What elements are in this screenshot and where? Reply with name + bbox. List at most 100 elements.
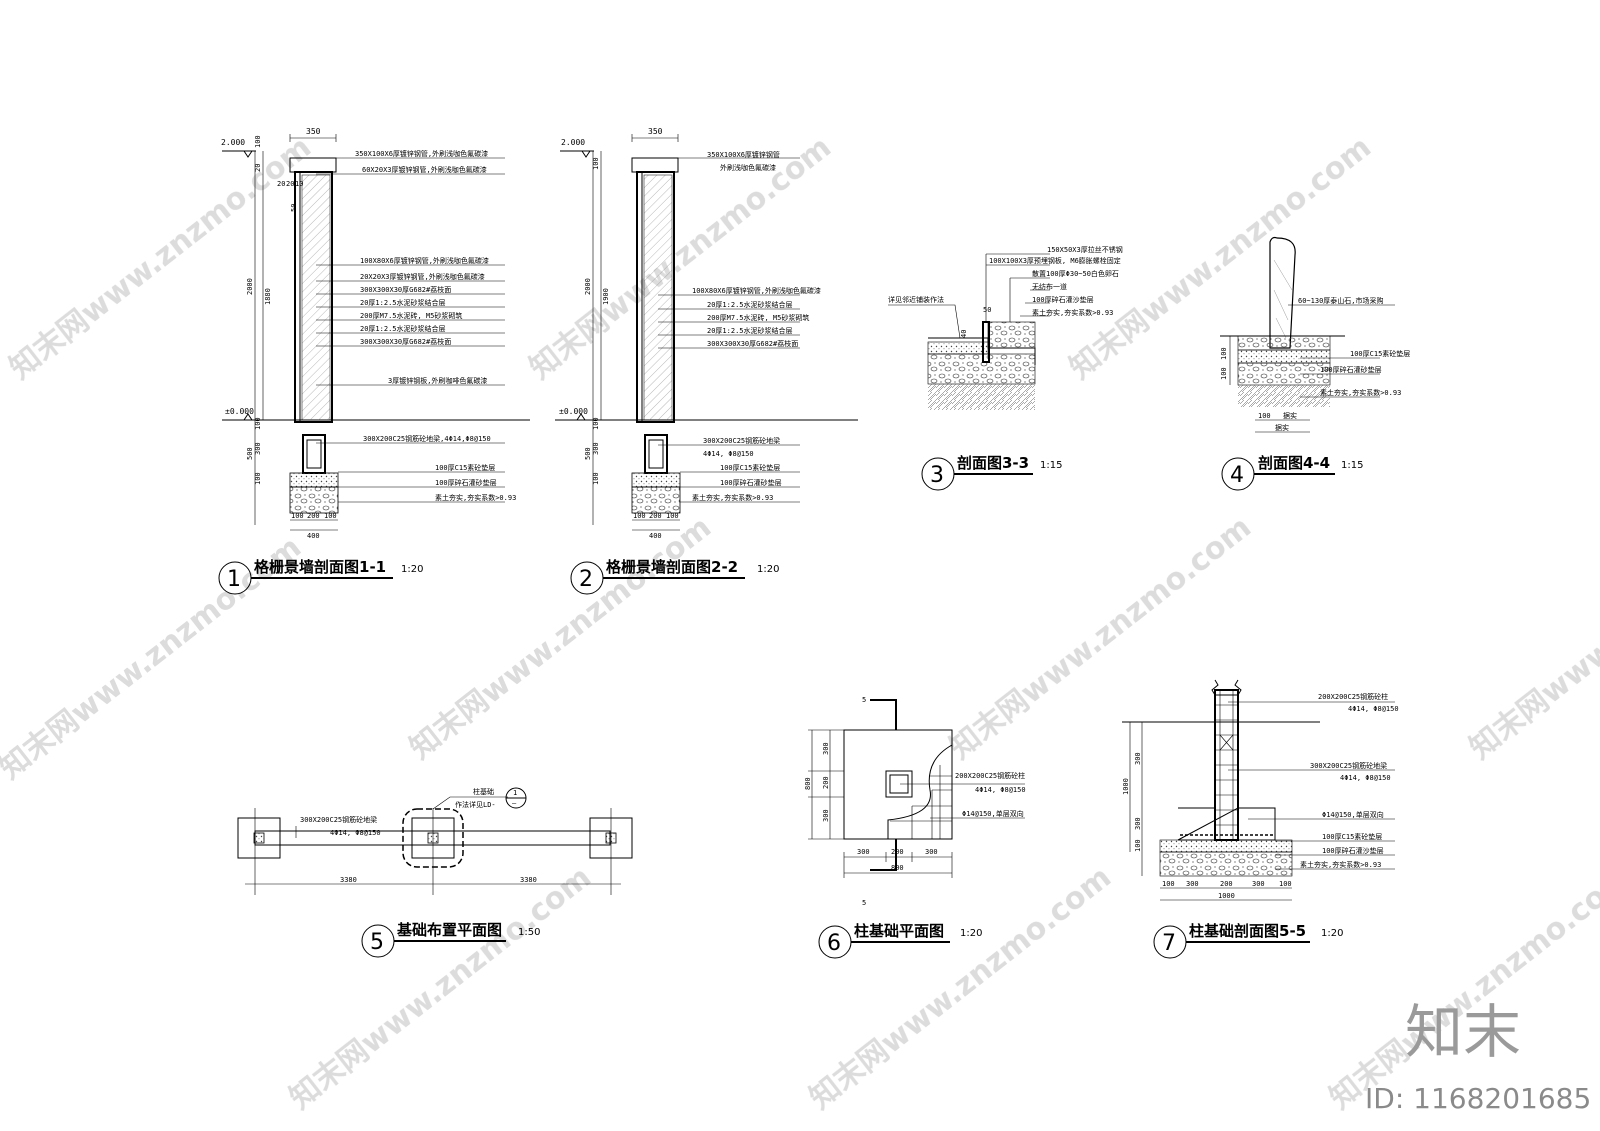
label: 350X100X6厚镀锌钢管 [707,150,780,159]
dim: 1000 [1218,892,1235,900]
drawing-3: 详见邻近铺装作法 50 40 150X50X3厚拉丝不锈钢 100X100X3厚… [888,245,1123,491]
drawing-1: 2.000 ±0.000 350 100 20 2000 1880 100 50… [218,127,530,595]
dim: 800 [804,777,812,790]
label: 60~130厚泰山石,市场采购 [1298,296,1384,305]
dim: 300 [1252,880,1265,888]
dim: 300 [592,442,600,455]
dim: 300 [1134,817,1142,830]
label: 200厚M7.5水泥砖, M5砂浆砌筑 [360,311,462,320]
label: 4Φ14, Φ8@150 [975,786,1026,794]
dim: 50 [290,204,298,212]
callout: 柱基础 [473,787,494,796]
label: 100X100X3厚预埋钢板, M6膨胀螺栓固定 [989,256,1121,265]
dim: 据实 [1283,411,1297,420]
watermark-text: 知末网www.znzmo.com [403,510,718,767]
dim: 100 [1162,880,1175,888]
label: 100厚碎石灌砂垫层 [435,478,497,487]
dim: 据实 [1275,423,1289,432]
dim: 300 [925,848,938,856]
label: 60X20X3厚镀锌钢管,外刷浅咖色氟碳漆 [362,165,487,174]
watermark-text: 知末网www.znzmo.com [943,510,1258,767]
label: 100X80X6厚镀锌钢管,外刷浅咖色氟碳漆 [692,286,821,295]
logo-text: 知末 [1405,998,1521,1066]
dim: 800 [891,864,904,872]
dim: 350 [648,127,663,136]
drawing-scale: 1:20 [401,564,423,575]
d7-labels: 200X200C25钢筋砼柱 4Φ14, Φ8@150 300X200C25钢筋… [1300,692,1399,869]
elevation-ground: ±0.000 [225,407,254,416]
dim: 100 [1279,880,1292,888]
dim: 40 [960,330,968,338]
label: 100厚碎石灌砂垫层 [720,478,782,487]
label: 素土夯实,夯实系数>0.93 [692,493,773,502]
dim: 100 [1258,412,1271,420]
watermark-text: 知末网www.znzmo.com [1323,860,1600,1117]
dim: 100 [592,472,600,485]
dim: 100 [1220,367,1228,380]
label: 无纺布一道 [1032,282,1067,291]
watermark-text: 知末网www.znzmo.com [803,860,1118,1117]
dim: 100 [666,512,679,520]
label: 200X200C25钢筋砼柱 [955,771,1025,780]
drawing-6: 5 5 300 200 300 800 300 200 300 800 200X… [804,696,1026,959]
dim: 400 [307,532,320,540]
drawing-scale: 1:20 [1321,928,1343,939]
id-text: ID: 1168201685 [1365,1082,1591,1115]
drawing-title: 柱基础平面图 [854,922,944,940]
label: 100厚碎石灌砂垫层 [1320,365,1382,374]
elevation-top: 2.000 [561,138,585,147]
label: 100厚碎石灌沙垫层 [1322,846,1384,855]
dim: 200 [891,848,904,856]
watermark-layer: 知末网www.znzmo.com 知末网www.znzmo.com 知末网www… [0,130,1600,1117]
label: Φ14@150,单层双向 [1322,810,1384,819]
label: 100厚C15素砼垫层 [435,463,495,472]
dim: 300 [857,848,870,856]
section-mark: 5 [862,696,866,704]
callout-ref: 1 [513,789,517,797]
drawing-scale: 1:15 [1040,460,1062,471]
dim: 300 [1186,880,1199,888]
drawing-title: 格栅景墙剖面图2-2 [606,558,738,576]
drawing-title: 剖面图4-4 [1258,454,1330,472]
dim: 20 [286,180,294,188]
callout-note: 作法详见LD- [455,800,496,809]
drawing-scale: 1:50 [518,927,540,938]
label: 4Φ14, Φ8@150 [1340,774,1391,782]
label: Φ14@150,单层双向 [962,809,1024,818]
elevation-ground: ±0.000 [559,407,588,416]
dim: 50 [983,306,991,314]
drawing-number: 4 [1230,463,1244,488]
dim: 1900 [602,288,610,305]
dim: 100 [254,135,262,148]
dim: 300 [1134,752,1142,765]
label: 20X20X3厚镀锌钢管,外刷浅咖色氟碳漆 [360,272,485,281]
drawing-4: 100 100 100 据实 据实 60~130厚泰山石,市场采购 100厚C1… [1220,236,1410,491]
dim: 100 [592,417,600,430]
dim: 300 [822,809,830,822]
watermark-text: 知末网www.znzmo.com [283,860,598,1117]
dim: 100 [254,472,262,485]
label: 150X50X3厚拉丝不锈钢 [1047,245,1123,254]
dim: 1000 [1122,778,1130,795]
beam-label: 300X200C25钢筋砼地梁 [300,815,377,824]
label: 300X200C25钢筋砼地梁 [703,436,780,445]
label: 素土夯实,夯实系数>0.93 [1300,860,1381,869]
beam-bars: 4Φ14, Φ8@150 [330,829,381,837]
drawing-7: 300 1000 300 100 100 300 200 300 100 100… [1122,679,1399,959]
d3-labels: 150X50X3厚拉丝不锈钢 100X100X3厚预埋钢板, M6膨胀螺栓固定 … [989,245,1123,317]
drawing-number: 2 [579,567,593,592]
dim: 100 [291,512,304,520]
dim: 300 [822,742,830,755]
dim: 100 [1220,347,1228,360]
drawing-number: 5 [370,930,384,955]
drawing-title: 剖面图3-3 [957,454,1029,472]
label: 100厚C15素砼垫层 [1350,349,1410,358]
dim: 200 [307,512,320,520]
label: 300X300X30厚G682#荔枝面 [360,337,451,346]
dim: 100 [592,157,600,170]
dim: 100 [1134,839,1142,852]
d4-labels: 60~130厚泰山石,市场采购 100厚C15素砼垫层 100厚碎石灌砂垫层 素… [1298,296,1410,397]
label: 素土夯实,夯实系数>0.93 [435,493,516,502]
drawing-number: 1 [227,567,241,592]
